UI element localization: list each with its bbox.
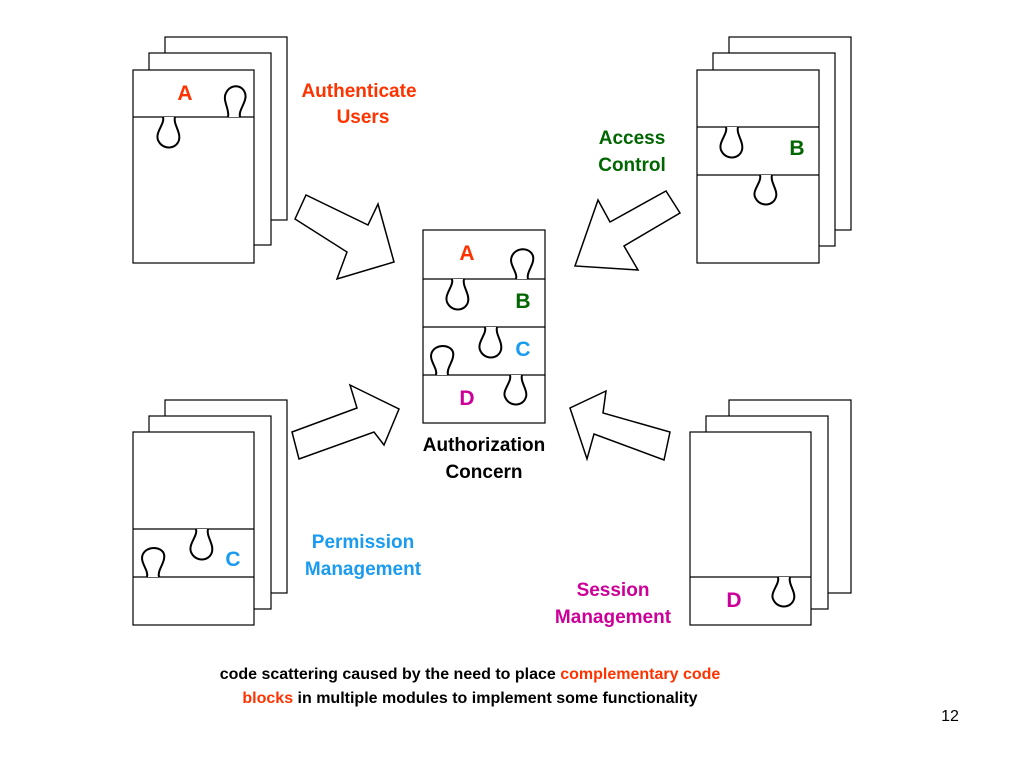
module-title-authenticate-line2: Users	[337, 107, 390, 128]
module-access-stack	[696, 36, 852, 264]
concern-title-line2: Concern	[445, 462, 522, 483]
puzzle-tab	[156, 116, 181, 149]
caption-text-1: code scattering caused by the need to pl…	[219, 666, 561, 683]
module-title-session-line2: Management	[555, 607, 672, 628]
block-letter-a: A	[177, 82, 192, 105]
stack-page-front	[696, 69, 820, 264]
module-permission-stack	[132, 399, 288, 626]
slide-caption: code scattering caused by the need to pl…	[100, 663, 840, 711]
puzzle-tab	[141, 547, 166, 578]
concern-letter-b: B	[515, 290, 530, 313]
puzzle-tab	[719, 126, 744, 159]
concern-letter-a: A	[459, 242, 474, 265]
page-number: 12	[941, 708, 959, 725]
concern-title-line1: Authorization	[423, 435, 545, 456]
puzzle-tab	[771, 576, 796, 608]
authorization-concern-block	[422, 229, 546, 424]
caption-text-2: in multiple modules to implement some fu…	[293, 690, 698, 707]
module-title-permission-line1: Permission	[312, 532, 414, 553]
caption-highlight-1: complementary code	[560, 666, 721, 683]
module-title-access-line1: Access	[599, 128, 666, 149]
puzzle-tab	[223, 85, 247, 118]
puzzle-tab	[503, 374, 528, 406]
module-session-stack	[689, 399, 852, 626]
puzzle-tab	[478, 326, 503, 359]
module-title-authenticate-line1: Authenticate	[301, 81, 416, 102]
module-title-access-line2: Control	[598, 155, 666, 176]
module-authenticate-stack	[132, 36, 288, 264]
puzzle-tab	[430, 345, 455, 376]
arrow-from-authenticate	[294, 193, 395, 281]
block-letter-c: C	[225, 548, 240, 571]
block-letter-d: D	[726, 589, 741, 612]
caption-highlight-2: blocks	[242, 690, 294, 707]
arrow-from-session	[569, 389, 671, 462]
module-title-permission-line2: Management	[305, 559, 422, 580]
puzzle-tab	[189, 528, 214, 561]
arrow-from-permission	[291, 383, 400, 460]
puzzle-tab	[753, 174, 778, 206]
module-title-session-line1: Session	[577, 580, 650, 601]
concern-letter-c: C	[515, 338, 530, 361]
concern-letter-d: D	[459, 387, 474, 410]
puzzle-tab	[445, 278, 470, 311]
block-letter-b: B	[789, 137, 804, 160]
puzzle-tab	[510, 248, 535, 280]
arrow-from-access	[573, 190, 682, 271]
